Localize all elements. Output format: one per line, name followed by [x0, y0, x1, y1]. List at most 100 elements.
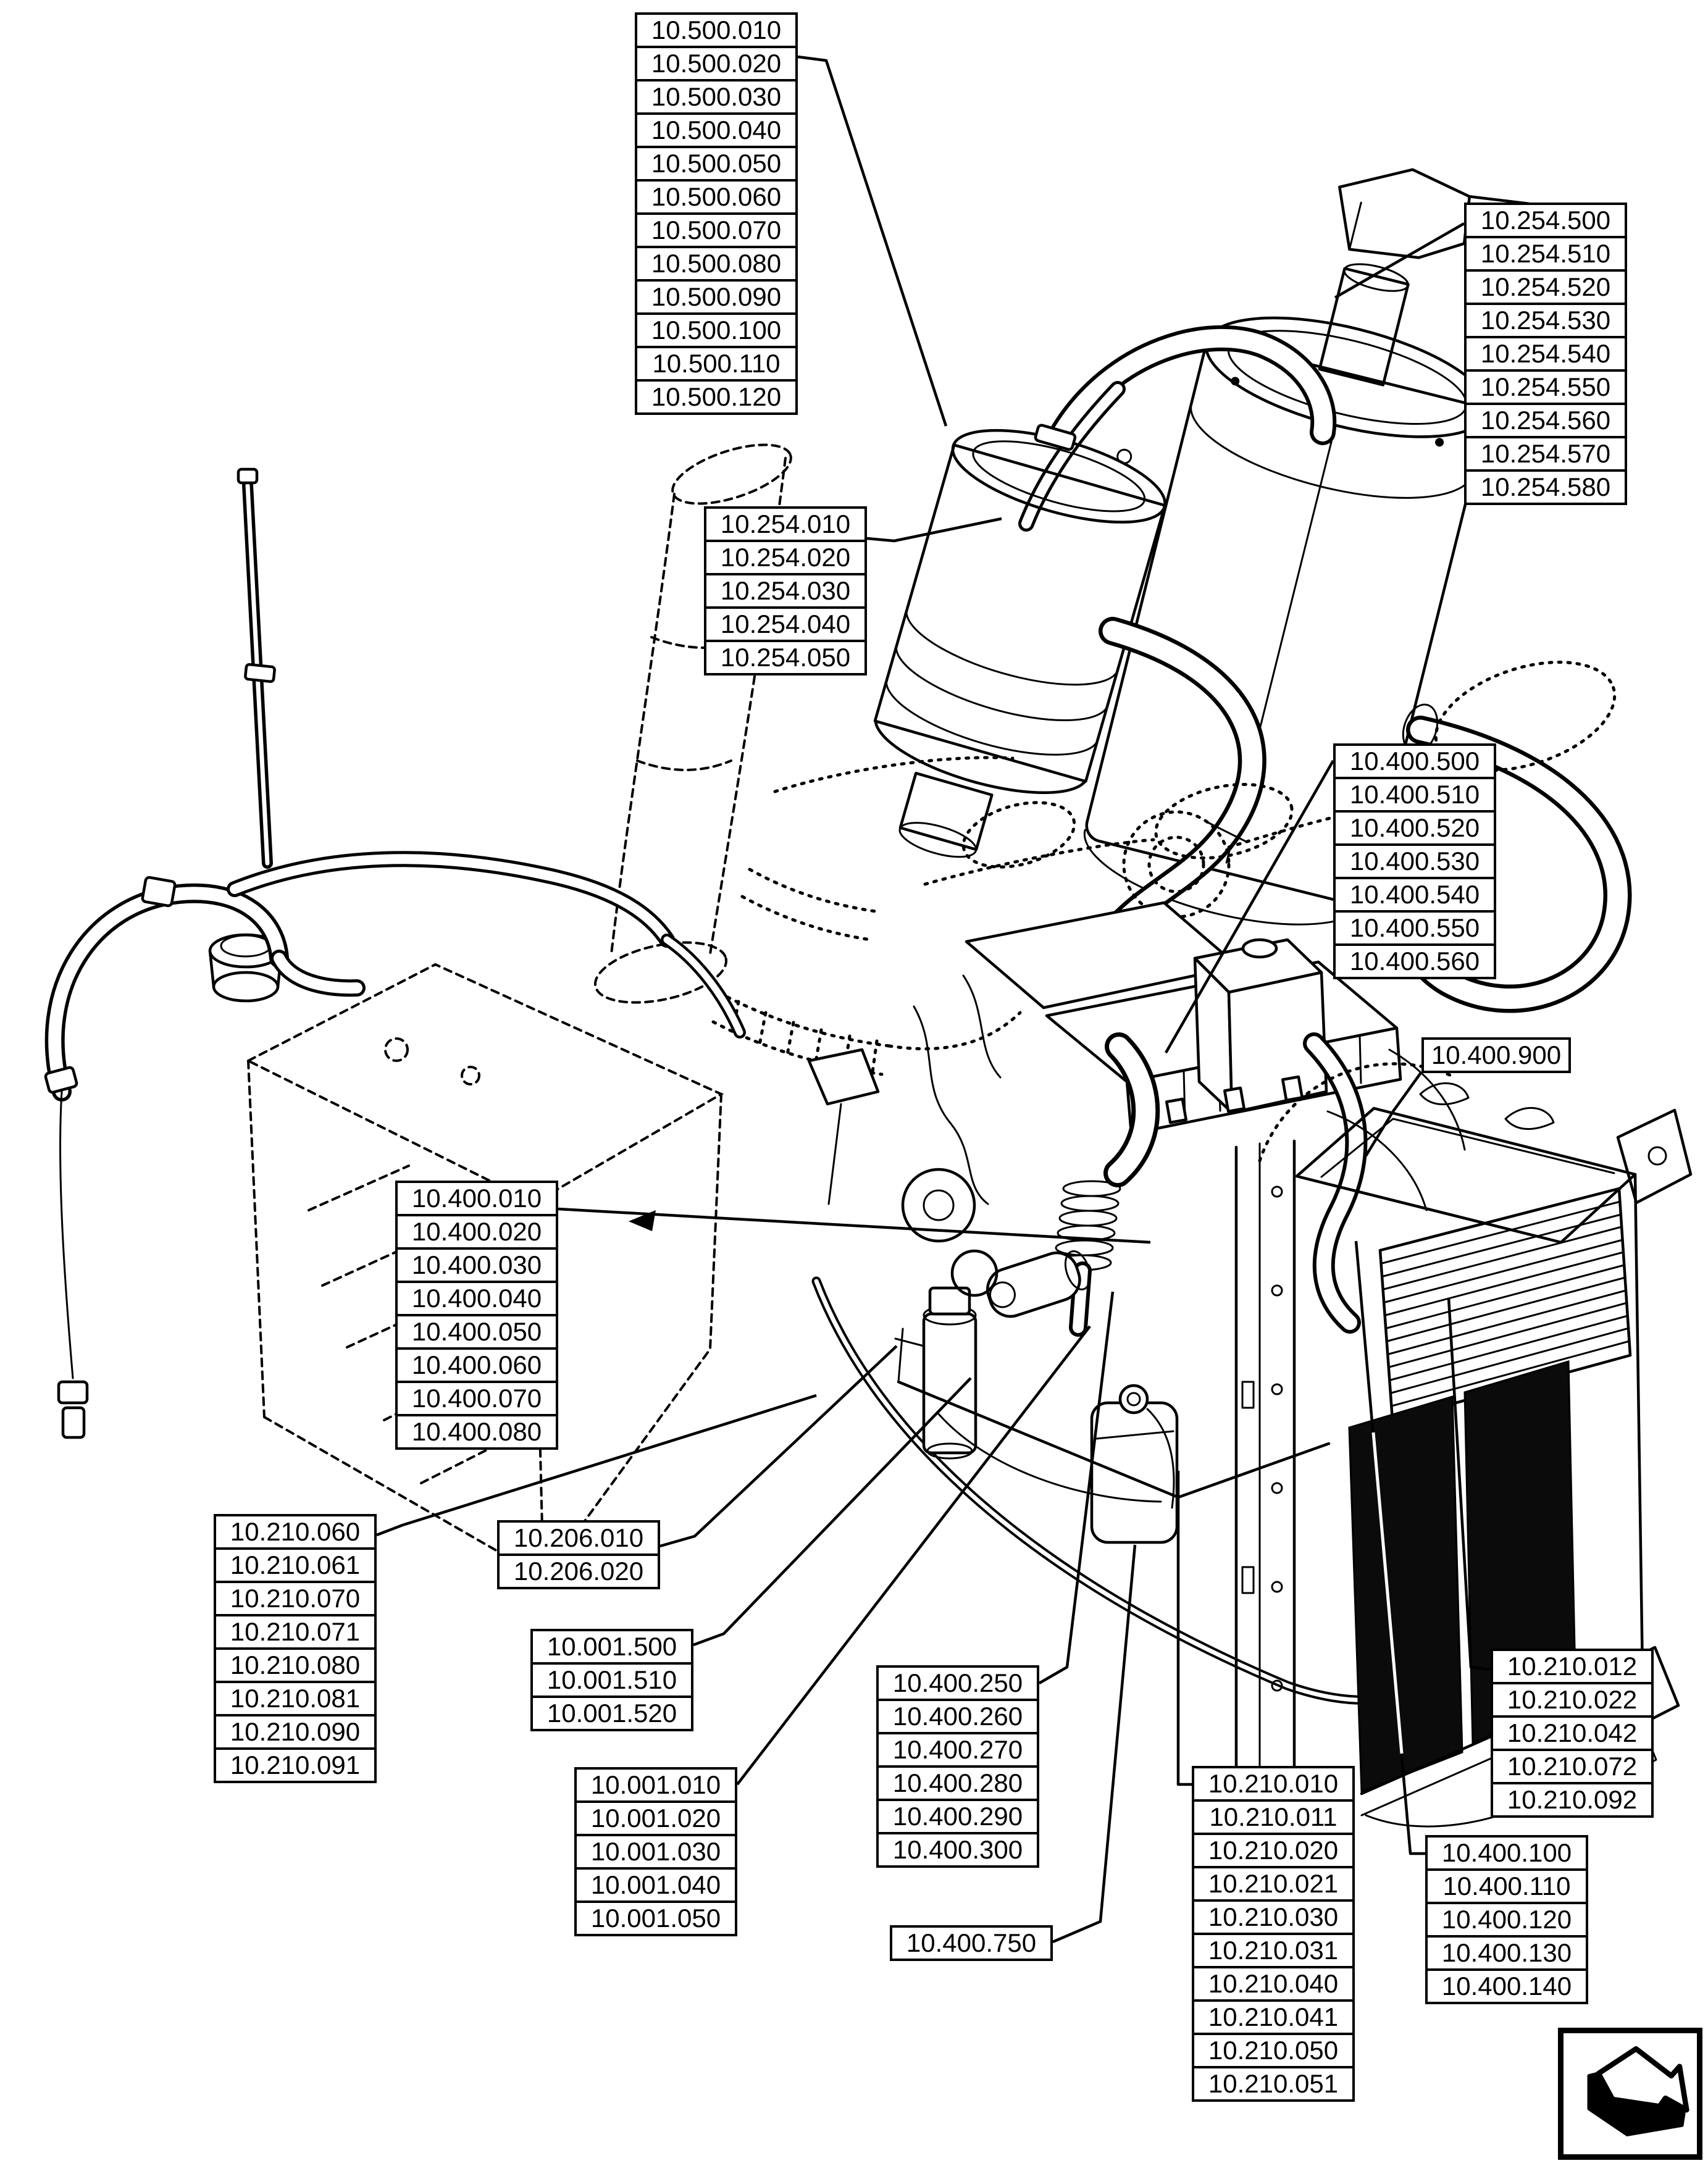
- part-ref[interactable]: 10.210.010: [1192, 1766, 1355, 1802]
- part-ref[interactable]: 10.400.130: [1425, 1935, 1588, 1971]
- part-ref[interactable]: 10.210.050: [1192, 2033, 1355, 2068]
- part-ref[interactable]: 10.400.060: [395, 1347, 558, 1383]
- part-ref[interactable]: 10.254.020: [704, 540, 867, 575]
- part-ref[interactable]: 10.254.520: [1464, 269, 1627, 305]
- part-ref[interactable]: 10.400.020: [395, 1214, 558, 1250]
- part-ref[interactable]: 10.210.042: [1491, 1715, 1654, 1751]
- part-ref[interactable]: 10.500.030: [635, 79, 798, 115]
- part-ref[interactable]: 10.254.560: [1464, 403, 1627, 438]
- corrugated-hose-drawing: [711, 868, 1022, 1076]
- part-ref[interactable]: 10.254.030: [704, 573, 867, 609]
- part-ref[interactable]: 10.210.080: [214, 1647, 377, 1683]
- part-ref[interactable]: 10.400.270: [876, 1732, 1039, 1768]
- part-ref[interactable]: 10.001.050: [574, 1900, 737, 1936]
- part-ref[interactable]: 10.254.500: [1464, 203, 1627, 238]
- part-ref[interactable]: 10.400.010: [395, 1181, 558, 1216]
- part-ref[interactable]: 10.400.900: [1421, 1037, 1571, 1073]
- part-ref[interactable]: 10.210.081: [214, 1681, 377, 1716]
- part-ref[interactable]: 10.400.550: [1333, 910, 1496, 946]
- part-ref[interactable]: 10.254.570: [1464, 436, 1627, 472]
- part-ref[interactable]: 10.500.050: [635, 146, 798, 182]
- part-ref[interactable]: 10.001.020: [574, 1800, 737, 1836]
- part-ref[interactable]: 10.210.031: [1192, 1933, 1355, 1968]
- part-ref[interactable]: 10.210.061: [214, 1547, 377, 1583]
- part-ref[interactable]: 10.254.040: [704, 606, 867, 642]
- part-ref[interactable]: 10.254.510: [1464, 236, 1627, 272]
- next-page-button[interactable]: [1558, 2028, 1702, 2160]
- part-ref[interactable]: 10.400.300: [876, 1832, 1039, 1868]
- part-ref[interactable]: 10.500.010: [635, 12, 798, 48]
- part-ref[interactable]: 10.400.560: [1333, 943, 1496, 979]
- part-ref[interactable]: 10.500.040: [635, 112, 798, 148]
- part-ref[interactable]: 10.210.012: [1491, 1649, 1654, 1684]
- part-ref[interactable]: 10.400.030: [395, 1247, 558, 1283]
- part-ref[interactable]: 10.500.070: [635, 212, 798, 248]
- part-ref[interactable]: 10.400.530: [1333, 843, 1496, 879]
- part-ref[interactable]: 10.254.010: [704, 506, 867, 542]
- part-ref[interactable]: 10.400.110: [1425, 1868, 1588, 1904]
- part-ref[interactable]: 10.210.072: [1491, 1749, 1654, 1784]
- part-ref[interactable]: 10.400.520: [1333, 810, 1496, 846]
- part-ref[interactable]: 10.001.010: [574, 1767, 737, 1803]
- part-ref[interactable]: 10.001.510: [530, 1662, 693, 1698]
- part-ref[interactable]: 10.400.070: [395, 1381, 558, 1416]
- part-ref[interactable]: 10.400.540: [1333, 877, 1496, 913]
- part-ref[interactable]: 10.500.080: [635, 246, 798, 282]
- part-ref[interactable]: 10.400.500: [1333, 743, 1496, 779]
- part-ref[interactable]: 10.210.092: [1491, 1782, 1654, 1818]
- part-ref[interactable]: 10.500.090: [635, 279, 798, 315]
- part-ref[interactable]: 10.210.041: [1192, 1999, 1355, 2035]
- part-ref[interactable]: 10.400.750: [890, 1925, 1053, 1961]
- part-ref[interactable]: 10.210.051: [1192, 2066, 1355, 2102]
- part-ref[interactable]: 10.400.250: [876, 1665, 1039, 1701]
- part-ref[interactable]: 10.206.010: [497, 1520, 660, 1556]
- label-stack-10-400-750: 10.400.750: [890, 1925, 1053, 1961]
- part-ref[interactable]: 10.400.080: [395, 1414, 558, 1450]
- part-ref[interactable]: 10.210.030: [1192, 1899, 1355, 1935]
- part-ref[interactable]: 10.210.022: [1491, 1682, 1654, 1718]
- part-ref[interactable]: 10.001.040: [574, 1867, 737, 1903]
- part-ref[interactable]: 10.400.280: [876, 1765, 1039, 1801]
- part-ref[interactable]: 10.210.091: [214, 1747, 377, 1783]
- exhaust-inlet-duct-drawing: [1018, 325, 1337, 532]
- part-ref[interactable]: 10.001.030: [574, 1834, 737, 1870]
- part-ref[interactable]: 10.206.020: [497, 1553, 660, 1589]
- part-ref[interactable]: 10.210.090: [214, 1714, 377, 1750]
- part-ref[interactable]: 10.254.580: [1464, 469, 1627, 505]
- part-ref[interactable]: 10.254.530: [1464, 303, 1627, 338]
- part-ref[interactable]: 10.400.120: [1425, 1902, 1588, 1938]
- part-ref[interactable]: 10.400.050: [395, 1314, 558, 1350]
- part-ref[interactable]: 10.500.120: [635, 379, 798, 415]
- part-ref[interactable]: 10.254.050: [704, 640, 867, 675]
- part-ref[interactable]: 10.001.500: [530, 1629, 693, 1665]
- part-ref[interactable]: 10.210.071: [214, 1614, 377, 1650]
- part-ref[interactable]: 10.001.520: [530, 1696, 693, 1731]
- part-ref[interactable]: 10.500.110: [635, 346, 798, 382]
- part-ref[interactable]: 10.210.020: [1192, 1833, 1355, 1868]
- part-ref[interactable]: 10.400.100: [1425, 1835, 1588, 1871]
- part-ref[interactable]: 10.400.290: [876, 1799, 1039, 1834]
- part-ref[interactable]: 10.254.540: [1464, 336, 1627, 372]
- part-ref[interactable]: 10.210.021: [1192, 1866, 1355, 1902]
- part-ref[interactable]: 10.210.060: [214, 1514, 377, 1550]
- part-ref[interactable]: 10.254.550: [1464, 369, 1627, 405]
- part-ref[interactable]: 10.400.140: [1425, 1968, 1588, 2004]
- part-ref[interactable]: 10.400.040: [395, 1281, 558, 1316]
- part-ref[interactable]: 10.500.020: [635, 46, 798, 82]
- part-ref[interactable]: 10.400.260: [876, 1699, 1039, 1734]
- part-ref[interactable]: 10.400.510: [1333, 777, 1496, 813]
- part-ref[interactable]: 10.500.100: [635, 312, 798, 348]
- part-ref[interactable]: 10.210.040: [1192, 1966, 1355, 2002]
- part-ref[interactable]: 10.210.011: [1192, 1799, 1355, 1835]
- support-rod-drawing: [237, 467, 276, 869]
- part-ref[interactable]: 10.500.060: [635, 179, 798, 215]
- part-ref[interactable]: 10.210.070: [214, 1581, 377, 1616]
